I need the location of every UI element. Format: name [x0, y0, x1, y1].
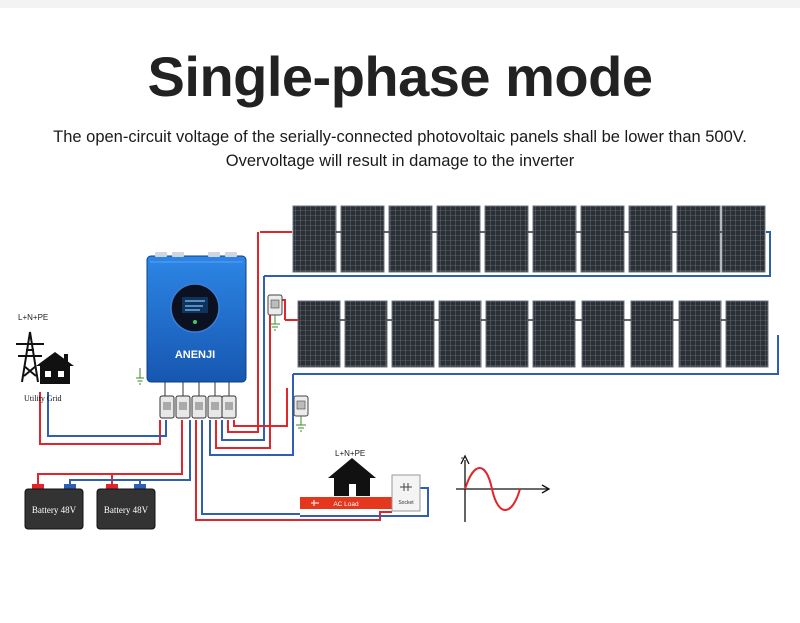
solar-panel — [532, 300, 576, 368]
solar-panel — [630, 300, 674, 368]
solar-panel — [581, 300, 625, 368]
inverter-terminal — [221, 395, 237, 419]
solar-panel — [485, 300, 529, 368]
solar-panel — [628, 205, 673, 273]
ac-load-label: AC Load — [333, 501, 359, 508]
load-wires — [195, 420, 429, 521]
solar-panel — [391, 300, 435, 368]
pv-panel-row-1 — [292, 205, 766, 273]
solar-panel — [297, 300, 341, 368]
solar-panel — [678, 300, 722, 368]
pv-fuse-box-1 — [267, 294, 283, 331]
battery-1-label: Battery 48V — [32, 505, 77, 515]
solar-panel — [676, 205, 721, 273]
utility-grid-top-label: L+N+PE — [18, 313, 48, 322]
pylon-icon — [16, 331, 44, 383]
utility-grid-label: Utility Grid — [24, 394, 62, 403]
solar-panel — [436, 205, 481, 273]
ac-load-top-label: L+N+PE — [335, 449, 365, 458]
battery-2-label: Battery 48V — [104, 505, 149, 515]
solar-panel — [532, 205, 577, 273]
solar-panel — [438, 300, 482, 368]
inverter-brand-label: ANENJI — [175, 349, 215, 361]
socket-switch: Socket — [391, 474, 421, 512]
grid-wires — [39, 392, 167, 445]
solar-panel — [725, 300, 769, 368]
ac-load-strip: AC Load — [300, 497, 392, 509]
solar-panel — [340, 205, 385, 273]
solar-panel — [292, 205, 337, 273]
inverter-terminal — [159, 395, 175, 419]
solar-panel — [721, 205, 766, 273]
solar-panel — [580, 205, 625, 273]
socket-label: Socket — [398, 500, 414, 506]
inverter-terminal — [175, 395, 191, 419]
inverter-terminal — [191, 395, 207, 419]
house-icon — [328, 458, 376, 496]
inverter: ANENJI — [136, 252, 247, 419]
top-strip — [0, 0, 800, 8]
sine-wave-graph — [456, 454, 551, 522]
inverter-display — [170, 283, 220, 333]
pv-panel-row-2 — [297, 300, 769, 368]
solar-panel — [388, 205, 433, 273]
solar-panel — [484, 205, 529, 273]
pv-fuse-box-2 — [293, 395, 309, 432]
subtitle-line-2: Overvoltage will result in damage to the… — [225, 152, 575, 170]
battery-2: Battery 48V — [96, 484, 156, 530]
page-title: Single-phase mode — [147, 45, 653, 108]
subtitle-line-1: The open-circuit voltage of the serially… — [53, 128, 747, 146]
inverter-terminal — [207, 395, 223, 419]
battery-wires — [37, 420, 191, 488]
battery-1: Battery 48V — [24, 484, 84, 530]
ac-load: L+N+PE AC Load Socket — [300, 449, 421, 512]
utility-grid: L+N+PE Utility Grid — [16, 313, 74, 403]
solar-panel — [344, 300, 388, 368]
house-icon — [36, 352, 74, 384]
